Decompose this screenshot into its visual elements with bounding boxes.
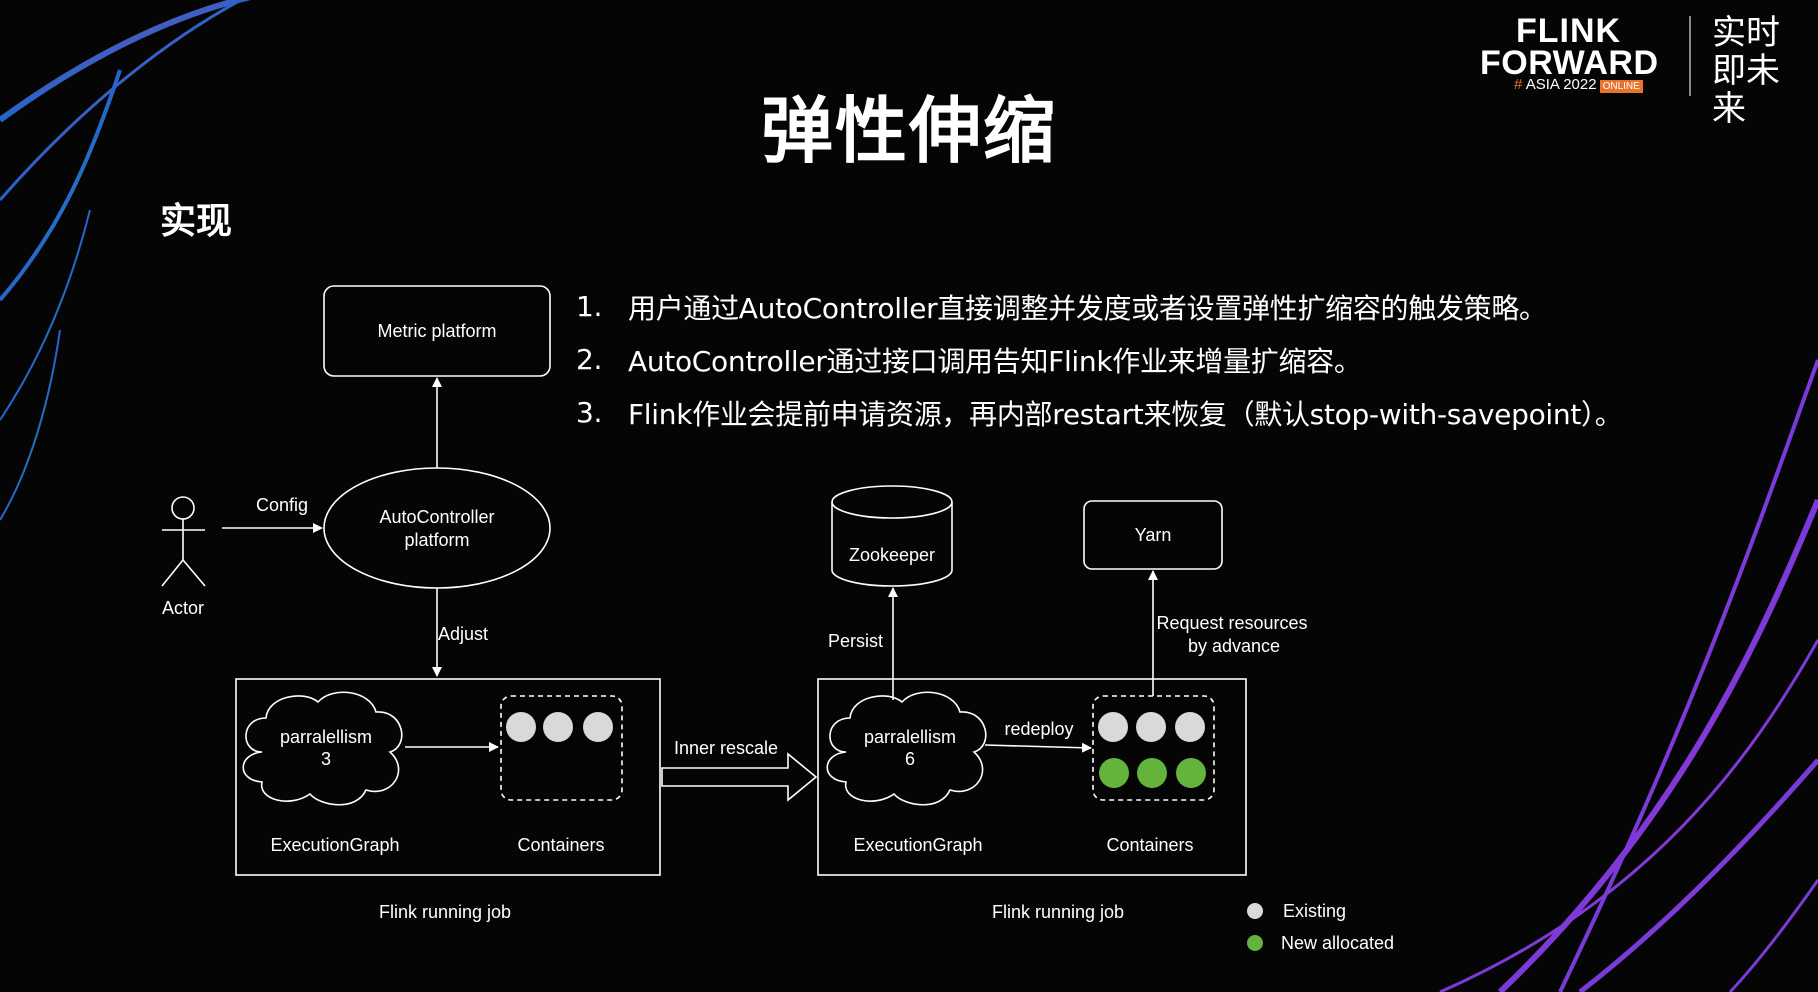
container-new: [1176, 758, 1206, 788]
yarn-box: [1083, 500, 1223, 570]
inner-rescale-label: Inner rescale: [674, 738, 778, 758]
right-cloud-label: parralellism: [864, 727, 956, 747]
section-subtitle: 实现: [160, 201, 233, 242]
bullet-text: Flink作业会提前申请资源，再内部restart来恢复（默认stop-with…: [628, 397, 1623, 431]
bullet-list: 1. 用户通过AutoController直接调整并发度或者设置弹性扩缩容的触发策…: [576, 280, 1776, 439]
right-job-box: [817, 678, 1247, 876]
metric-platform-box: [323, 285, 551, 377]
request-label-2: by advance: [1188, 636, 1280, 656]
container-existing: [506, 712, 536, 742]
logo-divider: [1689, 16, 1691, 96]
zookeeper-label: Zookeeper: [849, 545, 935, 565]
inner-rescale-arrow: [661, 752, 818, 802]
logo-online-badge: ONLINE: [1599, 80, 1643, 93]
adjust-label: Adjust: [438, 624, 488, 644]
bullet-text: 用户通过AutoController直接调整并发度或者设置弹性扩缩容的触发策略。: [628, 291, 1547, 325]
left-job-caption: Flink running job: [379, 902, 511, 922]
left-containers-label: Containers: [517, 835, 604, 855]
container-existing: [1098, 712, 1128, 742]
redeploy-arrow: [984, 742, 1092, 753]
right-parallelism-cloud: [826, 691, 987, 806]
bullet-number: 3.: [576, 396, 603, 429]
container-existing: [1136, 712, 1166, 742]
right-cloud-value: 6: [905, 749, 915, 769]
actor-label: Actor: [162, 598, 204, 618]
redeploy-label: redeploy: [1004, 719, 1073, 739]
yarn-label: Yarn: [1135, 525, 1172, 545]
left-execgraph-label: ExecutionGraph: [270, 835, 399, 855]
left-cloud-value: 3: [321, 749, 331, 769]
bullet-item: 2. AutoController通过接口调用告知Flink作业来增量扩缩容。: [576, 333, 1776, 386]
right-container-circles: [1098, 712, 1206, 788]
request-label: Request resources: [1156, 613, 1307, 633]
bullet-item: 3. Flink作业会提前申请资源，再内部restart来恢复（默认stop-wi…: [576, 386, 1776, 439]
logo-flink: FLINK: [1516, 12, 1622, 50]
persist-label: Persist: [828, 631, 883, 651]
logo-asia: ASIA 2022: [1525, 76, 1597, 93]
autocontroller-label: AutoController: [379, 507, 494, 527]
right-job-caption: Flink running job: [992, 902, 1124, 922]
left-parallelism-cloud: [242, 691, 403, 806]
actor-icon: [161, 496, 206, 587]
container-new: [1137, 758, 1167, 788]
bullet-number: 1.: [576, 290, 603, 323]
bullet-number: 2.: [576, 343, 603, 376]
legend-existing-label: Existing: [1283, 901, 1346, 921]
right-execgraph-label: ExecutionGraph: [853, 835, 982, 855]
left-containers-group: [500, 695, 623, 801]
left-job-box: [235, 678, 661, 876]
metric-platform-label: Metric platform: [377, 321, 496, 341]
container-existing: [543, 712, 573, 742]
left-container-circles: [506, 712, 613, 742]
legend-new-dot: [1247, 935, 1263, 951]
container-existing: [583, 712, 613, 742]
logo-slogan: 实时即未来: [1712, 14, 1780, 128]
legend-existing-dot: [1247, 903, 1263, 919]
bullet-item: 1. 用户通过AutoController直接调整并发度或者设置弹性扩缩容的触发策…: [576, 280, 1776, 333]
legend-new-label: New allocated: [1281, 933, 1394, 953]
autocontroller-label-2: platform: [404, 530, 469, 550]
right-containers-label: Containers: [1106, 835, 1193, 855]
bullet-text: AutoController通过接口调用告知Flink作业来增量扩缩容。: [628, 344, 1362, 378]
left-cloud-label: parralellism: [280, 727, 372, 747]
logo-hash: #: [1514, 76, 1523, 93]
logo-forward: FORWARD: [1480, 44, 1659, 82]
zookeeper-cylinder: [831, 485, 953, 587]
container-new: [1099, 758, 1129, 788]
config-label: Config: [256, 495, 308, 515]
container-existing: [1175, 712, 1205, 742]
autocontroller-ellipse: [323, 467, 551, 589]
slide-title: 弹性伸缩: [760, 89, 1057, 173]
